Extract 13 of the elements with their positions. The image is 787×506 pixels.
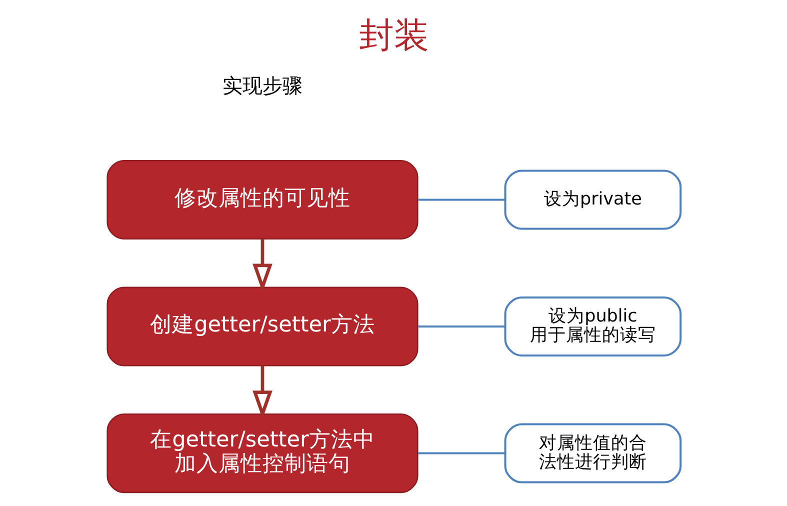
arrow (252, 238, 272, 292)
arrow (252, 366, 272, 419)
connector (418, 452, 505, 454)
node-box: 修改属性的可见性 (106, 160, 418, 240)
node-box: 设为private (504, 170, 682, 230)
node-box: 设为public用于属性的读写 (504, 296, 682, 357)
diagram-title: 封装 (358, 15, 428, 56)
node-box: 对属性值的合法性进行判断 (504, 423, 682, 484)
connector (418, 198, 505, 201)
label: 实现步骤 (222, 74, 302, 98)
node-box: 创建getter/setter方法 (106, 286, 418, 366)
node-box: 在getter/setter方法中加入属性控制语句 (106, 414, 418, 494)
connector (418, 326, 505, 328)
